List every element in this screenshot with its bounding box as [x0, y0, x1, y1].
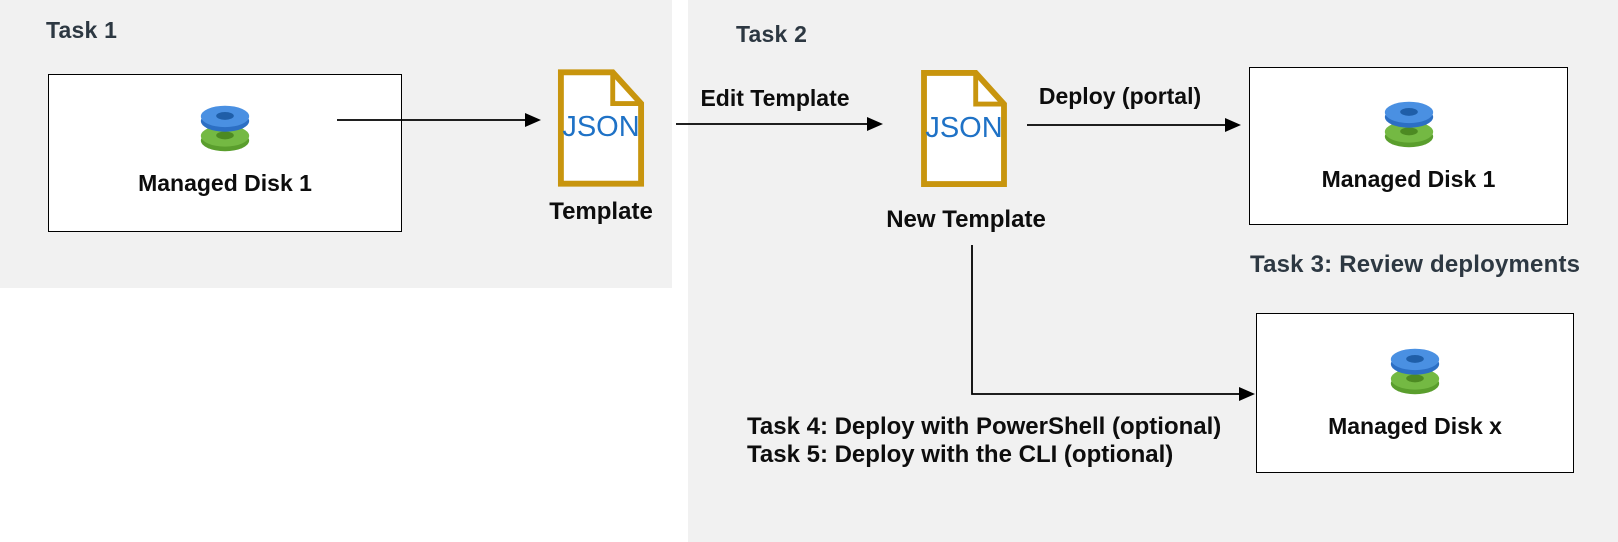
task3-heading: Task 3: Review deployments [1250, 251, 1581, 278]
deploy-portal-label: Deploy (portal) [1038, 83, 1202, 109]
managed-disk-box-x: Managed Disk x [1256, 313, 1574, 473]
managed-disk-box-source: Managed Disk 1 [48, 74, 402, 232]
managed-disk-icon [1389, 346, 1441, 401]
json-file-text: JSON [562, 111, 640, 143]
task2-heading: Task 2 [736, 21, 808, 47]
json-file-icon: JSON [557, 68, 645, 188]
task1-heading: Task 1 [46, 17, 118, 43]
managed-disk-label: Managed Disk 1 [138, 170, 312, 196]
template-caption: Template [549, 198, 653, 225]
task45-notes: Task 4: Deploy with PowerShell (optional… [747, 413, 1221, 469]
edit-template-label: Edit Template [700, 85, 850, 111]
task4-note: Task 4: Deploy with PowerShell (optional… [747, 413, 1222, 440]
managed-disk-box-portal: Managed Disk 1 [1249, 67, 1568, 225]
json-file-icon: JSON [919, 69, 1009, 188]
managed-disk-label: Managed Disk x [1328, 413, 1502, 439]
new-template-caption: New Template [886, 206, 1046, 233]
managed-disk-label: Managed Disk 1 [1321, 166, 1496, 192]
managed-disk-icon [199, 103, 251, 158]
managed-disk-icon [1383, 99, 1435, 154]
task5-note: Task 5: Deploy with the CLI (optional) [747, 441, 1174, 468]
json-file-text: JSON [925, 112, 1003, 144]
